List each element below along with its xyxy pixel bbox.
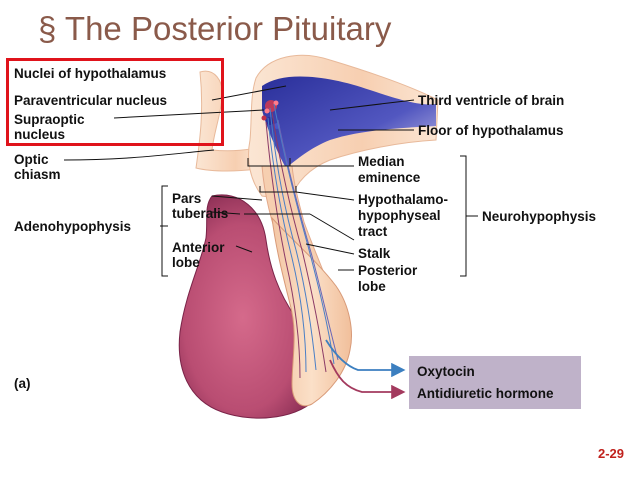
leader-lines <box>63 85 478 277</box>
hormone-adh: Antidiuretic hormone <box>417 386 554 401</box>
posterior-lobe <box>271 216 352 407</box>
label-supraoptic-1: Supraoptic <box>14 112 85 127</box>
label-hypothalamo-2: hypophyseal <box>358 208 441 223</box>
nuclei-highlight-box <box>6 58 224 146</box>
panel-label: (a) <box>14 376 31 391</box>
label-third-ventricle: Third ventricle of brain <box>418 93 565 108</box>
label-anterior-1: Anterior <box>172 240 225 255</box>
label-optic-1: Optic <box>14 152 49 167</box>
label-pars-1: Pars <box>172 191 202 206</box>
label-median-1: Median <box>358 154 405 169</box>
label-hypothalamo-1: Hypothalamo- <box>358 192 449 207</box>
label-nuclei-hypothalamus: Nuclei of hypothalamus <box>14 66 167 81</box>
label-neurohypophysis: Neurohypophysis <box>482 209 597 224</box>
label-hypothalamo-3: tract <box>358 224 388 239</box>
label-floor-hypothalamus: Floor of hypothalamus <box>418 123 564 138</box>
adh-arrow <box>329 359 406 400</box>
label-pars-2: tuberalis <box>172 206 229 221</box>
label-median-2: eminence <box>358 170 421 185</box>
hormone-box <box>409 356 581 409</box>
label-posterior-2: lobe <box>358 279 386 294</box>
slide-number: 2-29 <box>597 446 624 461</box>
label-posterior-1: Posterior <box>358 263 418 278</box>
label-supraoptic-2: nucleus <box>14 127 66 142</box>
oxytocin-arrow <box>325 339 406 378</box>
label-adenohypophysis: Adenohypophysis <box>14 219 132 234</box>
label-paraventricular: Paraventricular nucleus <box>14 93 168 108</box>
hypothalamo-hypophyseal-axons <box>265 103 339 379</box>
anterior-lobe <box>178 194 322 419</box>
label-optic-2: chiasm <box>14 167 61 182</box>
label-stalk: Stalk <box>358 246 391 261</box>
slide-title: § The Posterior Pituitary <box>38 10 392 47</box>
hormone-oxytocin: Oxytocin <box>417 364 475 379</box>
label-anterior-2: lobe <box>172 255 200 270</box>
third-ventricle <box>262 76 436 168</box>
